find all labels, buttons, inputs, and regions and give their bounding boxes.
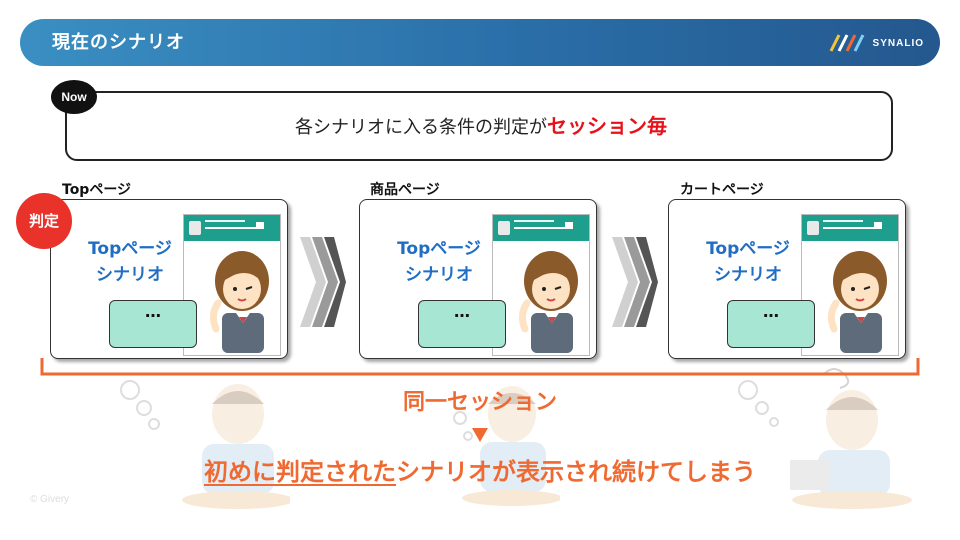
widget-name-line — [205, 227, 257, 229]
judge-badge: 判定 — [16, 193, 72, 249]
statement-box: 各シナリオに入る条件の判定がセッション毎 — [65, 91, 893, 161]
chat-widget — [492, 214, 590, 356]
scenario-line1: Topページ — [88, 239, 172, 259]
same-session-label: 同一セッション — [402, 390, 557, 415]
scenario-line1: Topページ — [706, 239, 790, 259]
now-badge: Now — [51, 80, 97, 114]
speech-bubble: … — [727, 300, 815, 348]
chat-widget-header — [184, 215, 280, 241]
widget-company-line — [514, 220, 554, 222]
chat-widget-header — [493, 215, 589, 241]
home-icon — [874, 222, 882, 229]
scenario-label: Topページ シナリオ — [75, 236, 185, 288]
scenario-line1: Topページ — [397, 239, 481, 259]
chat-widget — [801, 214, 899, 356]
chat-widget — [183, 214, 281, 356]
copyright: © Givery — [30, 494, 70, 505]
synalio-logo-icon — [829, 34, 864, 52]
home-icon — [565, 222, 573, 229]
speech-bubble: … — [418, 300, 506, 348]
widget-name-line — [514, 227, 566, 229]
page-label-top: Topページ — [62, 182, 132, 198]
chevron-right-icon — [300, 237, 346, 327]
page-label-product: 商品ページ — [370, 182, 440, 198]
statement-text: 各シナリオに入る条件の判定がセッション毎 — [67, 93, 895, 161]
page-label-cart: カートページ — [680, 182, 764, 198]
thinking-man-icon — [738, 368, 912, 509]
avatar — [189, 221, 201, 235]
avatar — [807, 221, 819, 235]
home-icon — [256, 222, 264, 229]
chat-widget-header — [802, 215, 898, 241]
scenario-line2: シナリオ — [96, 265, 164, 285]
operator-woman-icon — [209, 251, 269, 353]
widget-name-line — [823, 227, 875, 229]
page-card-product: Topページ シナリオ … — [359, 199, 597, 359]
logo-text: SYNALIO — [872, 37, 924, 49]
operator-woman-icon — [518, 251, 578, 353]
speech-bubble: … — [109, 300, 197, 348]
widget-company-line — [823, 220, 863, 222]
page-title: 現在のシナリオ — [52, 32, 185, 53]
scenario-line2: シナリオ — [405, 265, 473, 285]
scenario-label: Topページ シナリオ — [693, 236, 803, 288]
thinking-man-icon — [453, 386, 560, 506]
conclusion-text: 初めに判定されたシナリオが表示され続けてしまう — [150, 452, 810, 487]
down-arrow-icon — [472, 428, 488, 442]
scenario-label: Topページ シナリオ — [384, 236, 494, 288]
thinking-man-icon — [120, 380, 290, 509]
conclusion-underlined: 初めに判定された — [204, 458, 396, 486]
scenario-line2: シナリオ — [714, 265, 782, 285]
page-card-top: Topページ シナリオ … — [50, 199, 288, 359]
page-card-cart: Topページ シナリオ … — [668, 199, 906, 359]
operator-woman-icon — [827, 251, 887, 353]
synalio-logo: SYNALIO — [829, 34, 924, 52]
statement-main: 各シナリオに入る条件の判定が — [295, 117, 547, 138]
header-bar: 現在のシナリオ SYNALIO — [20, 19, 940, 66]
avatar — [498, 221, 510, 235]
chevron-right-icon — [612, 237, 658, 327]
statement-highlight: セッション毎 — [547, 114, 667, 138]
conclusion-rest: シナリオが表示され続けてしまう — [396, 458, 756, 486]
widget-company-line — [205, 220, 245, 222]
session-bracket — [40, 358, 920, 376]
